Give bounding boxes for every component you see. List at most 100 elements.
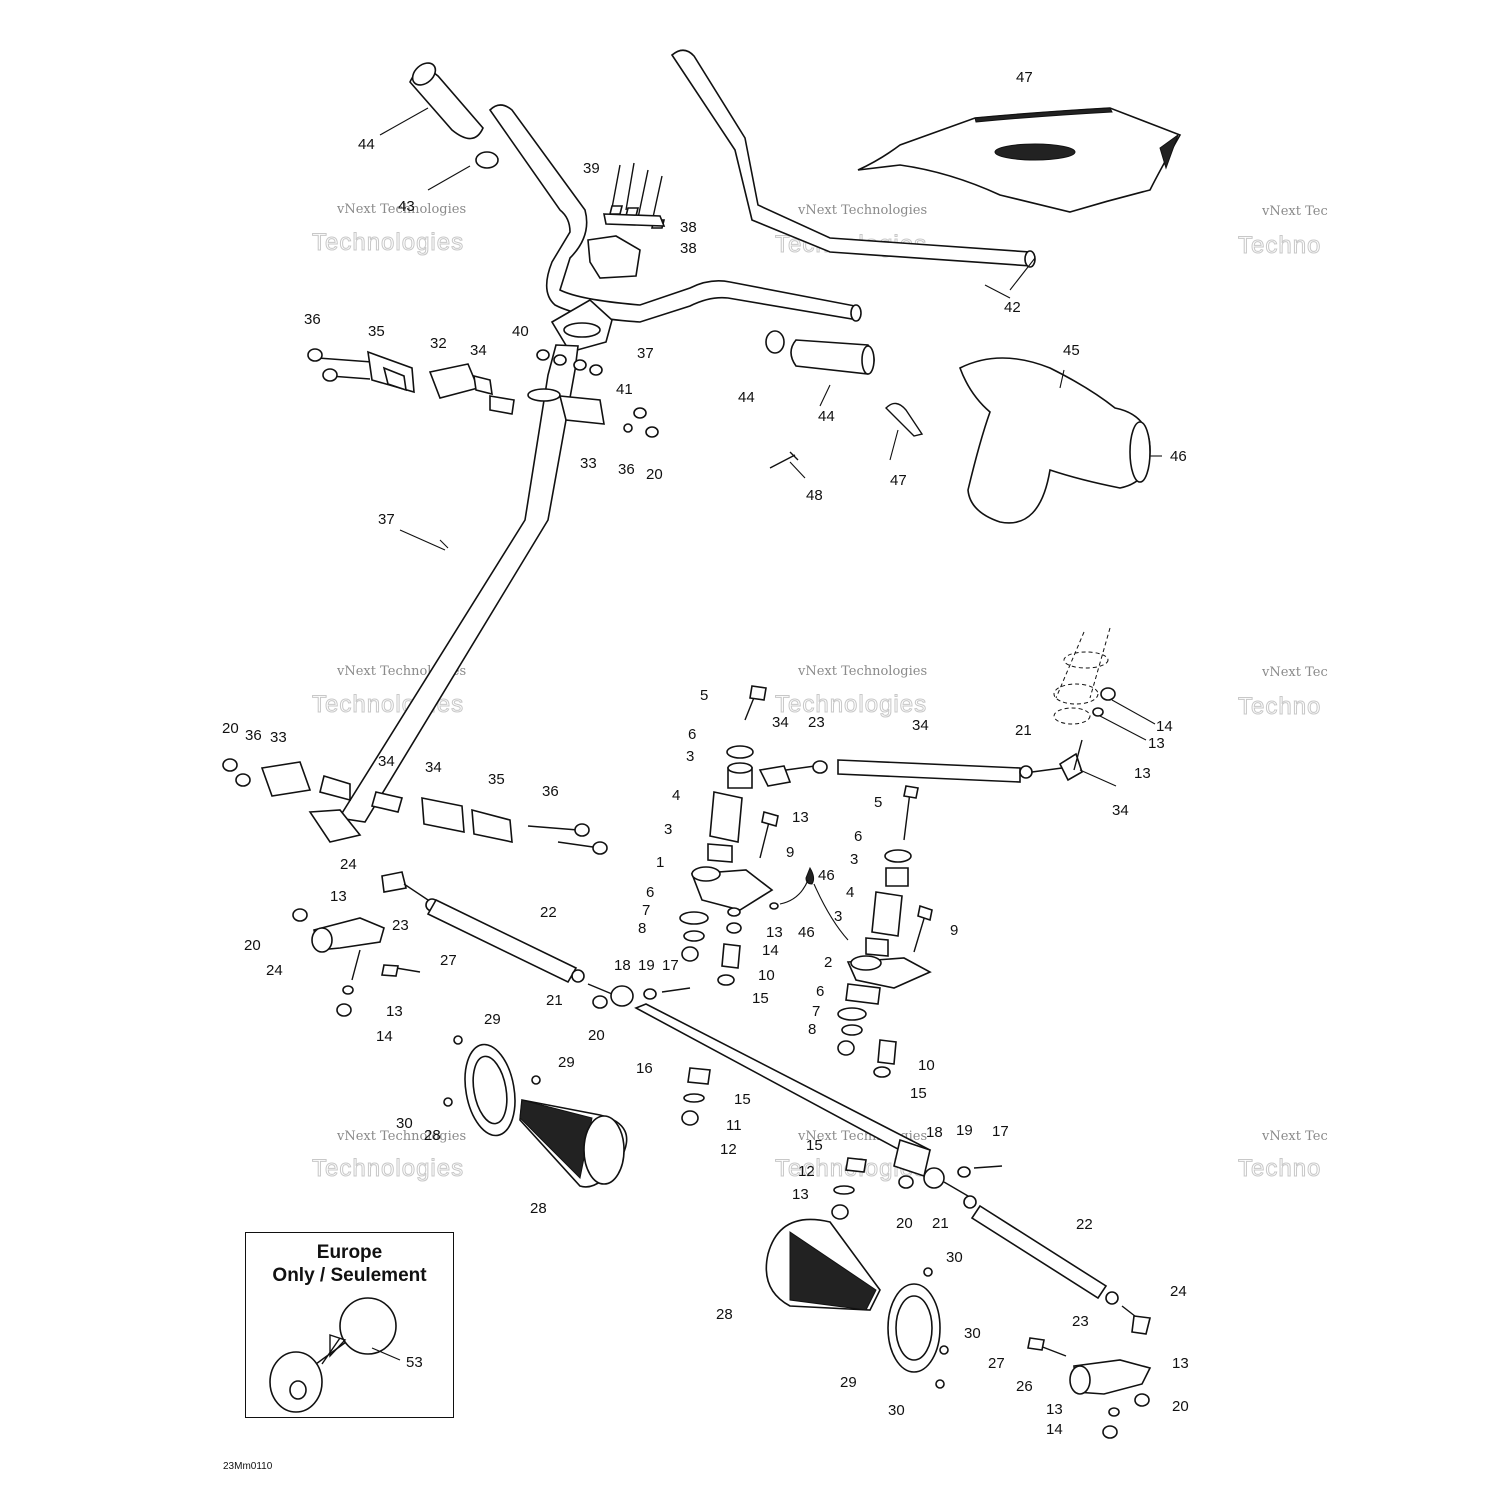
callout: 24 [340,856,357,873]
callout: 47 [1016,69,1033,86]
callout: 20 [222,720,239,737]
watermark-3: vNext Tec Techno [1238,204,1328,260]
watermark-5: vNext Technologies Technologies [775,664,928,719]
callout: 35 [368,323,385,340]
callout: 9 [950,922,958,939]
right-tie-rod [898,1165,1151,1335]
callout: 37 [378,511,395,528]
callout: 23 [1072,1313,1089,1330]
callout: 34 [378,753,395,770]
callout: 30 [946,1249,963,1266]
callout: 3 [686,748,694,765]
callout: 14 [1046,1421,1063,1438]
callout: 37 [637,345,654,362]
callout: 20 [244,937,261,954]
callout: 28 [424,1127,441,1144]
callout: 13 [1148,735,1165,752]
callout: 5 [874,794,882,811]
callout: 4 [846,884,854,901]
callout: 33 [580,455,597,472]
left-tie-rod [381,871,691,1009]
inset-title-line2: Only / Seulement [272,1265,427,1286]
callout: 34 [1112,802,1129,819]
callout: 23 [808,714,825,731]
callout: 36 [245,727,262,744]
callout: 29 [840,1374,857,1391]
callout: 30 [888,1402,905,1419]
callout: 10 [918,1057,935,1074]
cable-tie [885,402,924,437]
right-steering-arm [1027,1337,1152,1439]
callout: 8 [638,920,646,937]
callout: 46 [798,924,815,941]
watermark-text: Techno [1238,1155,1321,1182]
callout: 24 [266,962,283,979]
callout: 15 [806,1137,823,1154]
callout: 44 [818,408,835,425]
center-hardware [681,1067,867,1220]
callout: 47 [890,472,907,489]
column-collar [527,388,561,402]
lower-link-assembly [222,758,608,855]
callout: 36 [304,311,321,328]
callout: 20 [646,466,663,483]
callout: 33 [270,729,287,746]
callout: 11 [726,1117,742,1134]
cover-end [1129,421,1151,483]
watermark-text: vNext Technologies [336,1129,466,1144]
callout: 22 [540,904,557,921]
callout: 18 [926,1124,943,1141]
callout: 20 [588,1027,605,1044]
callout: 27 [988,1355,1005,1372]
clamp-washer [603,213,666,227]
watermark-6: vNext Tec Techno [1238,665,1328,721]
upper-tie-rod [758,752,1083,787]
callout: 34 [772,714,789,731]
callout: 36 [618,461,635,478]
callout: 38 [680,240,697,257]
callout: 48 [806,487,823,504]
callout: 40 [512,323,529,340]
left-pivot-assembly [679,685,779,986]
grip-spacer-ring [765,330,785,354]
handlebar-cover [959,357,1151,524]
callout: 45 [1063,342,1080,359]
callout: 34 [912,717,929,734]
callout: 24 [1170,1283,1187,1300]
callout: 20 [1172,1398,1189,1415]
callout: 19 [638,957,655,974]
callout: 21 [546,992,563,1009]
callout: 30 [964,1325,981,1342]
inset-title: Europe Only / Seulement [246,1241,453,1287]
callout: 6 [816,983,824,1000]
callout: 12 [798,1163,815,1180]
callout: 15 [752,990,769,1007]
steering-column [337,344,579,823]
callout: 4 [672,787,680,804]
watermark-1: vNext Technologies Technologies [312,202,467,257]
upper-nuts [536,349,659,438]
watermark-text: vNext Tec [1261,1129,1328,1144]
callout: 14 [762,942,779,959]
watermark-text: vNext Tec [1261,204,1328,219]
inset-title-line1: Europe [316,1242,383,1263]
callout: 14 [376,1028,393,1045]
column-lower-right [1053,627,1116,771]
callout: 5 [700,687,708,704]
callout: 41 [616,381,633,398]
center-link [634,1003,932,1164]
figure-code: 23Mm0110 [223,1461,273,1472]
callout: 26 [1016,1378,1033,1395]
upper-link-assembly [307,348,605,425]
callout: 10 [758,967,775,984]
grip-right [790,339,875,375]
handlebar-rear [670,49,1033,267]
callout: 9 [786,844,794,861]
callout: 15 [734,1091,751,1108]
callout: 23 [392,917,409,934]
callout: 13 [792,809,809,826]
riser-collar [563,322,601,338]
callout: 6 [854,828,862,845]
callout: 16 [636,1060,653,1077]
callout: 15 [910,1085,927,1102]
